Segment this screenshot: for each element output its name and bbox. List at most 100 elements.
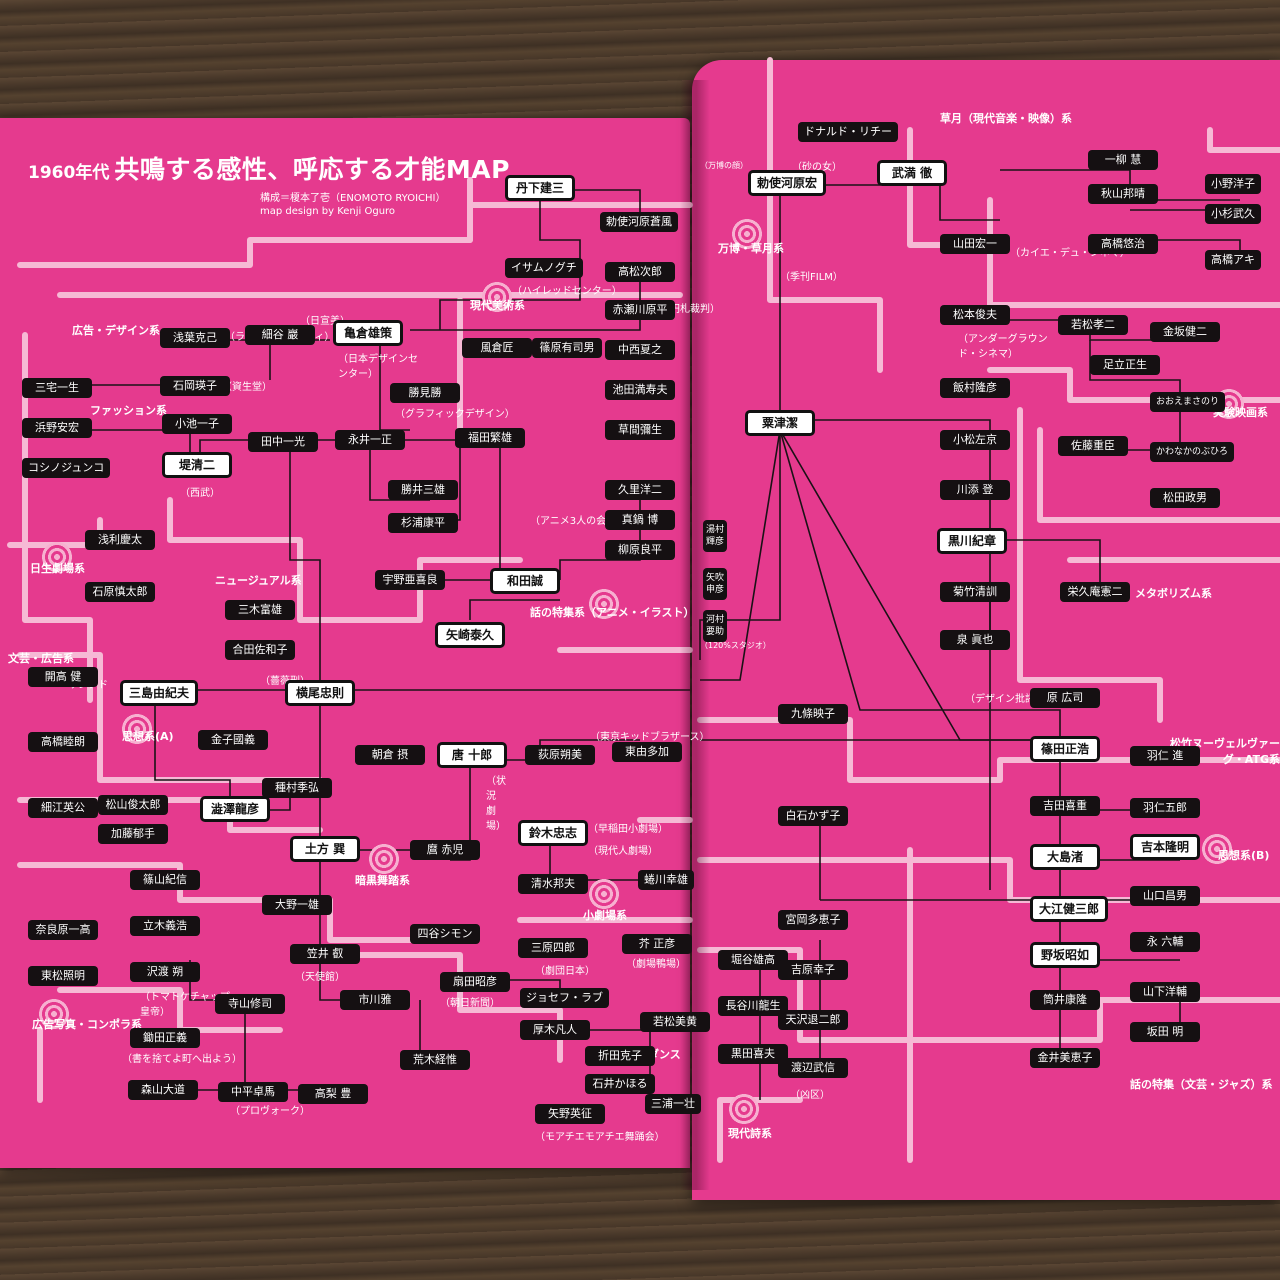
person-node[interactable]: 天沢退二郎 (778, 1010, 848, 1030)
person-node[interactable]: 羽仁五郎 (1130, 798, 1200, 818)
person-node[interactable]: 鈴木忠志 (518, 820, 588, 846)
person-node[interactable]: 篠山紀信 (130, 870, 200, 890)
person-node[interactable]: 厚木凡人 (520, 1020, 590, 1040)
person-node[interactable]: 福田繁雄 (455, 428, 525, 448)
person-node[interactable]: 小野洋子 (1205, 174, 1261, 194)
person-node[interactable]: 坂田 明 (1130, 1022, 1200, 1042)
person-node[interactable]: 浅利慶太 (85, 530, 155, 550)
person-node[interactable]: 渡辺武信 (778, 1058, 848, 1078)
person-node[interactable]: 勝井三雄 (388, 480, 458, 500)
person-node[interactable]: 唐 十郎 (437, 742, 507, 768)
person-node[interactable]: 勅使河原宏 (748, 170, 827, 196)
person-node[interactable]: 一柳 慧 (1088, 150, 1158, 170)
person-node[interactable]: 東由多加 (612, 742, 682, 762)
person-node[interactable]: 秋山邦晴 (1088, 184, 1158, 204)
person-node[interactable]: ドナルド・リチー (798, 122, 898, 142)
person-node[interactable]: 荻原朔美 (525, 745, 595, 765)
person-node[interactable]: 小杉武久 (1205, 204, 1261, 224)
person-node[interactable]: 真鍋 博 (605, 510, 675, 530)
person-node[interactable]: 長谷川龍生 (718, 996, 788, 1016)
person-node[interactable]: 勅使河原蒼風 (600, 212, 678, 232)
person-node[interactable]: 河村要助 (703, 610, 727, 642)
person-node[interactable]: 市川雅 (340, 990, 410, 1010)
person-node[interactable]: 高松次郎 (605, 262, 675, 282)
person-node[interactable]: 久里洋二 (605, 480, 675, 500)
person-node[interactable]: 武満 徹 (877, 160, 947, 186)
person-node[interactable]: 松田政男 (1150, 488, 1220, 508)
person-node[interactable]: 三島由紀夫 (120, 680, 199, 706)
person-node[interactable]: 開高 健 (28, 667, 98, 687)
person-node[interactable]: 沢渡 朔 (130, 962, 200, 982)
person-node[interactable]: かわなかのぶひろ (1150, 442, 1235, 462)
person-node[interactable]: 扇田昭彦 (440, 972, 510, 992)
person-node[interactable]: 石原慎太郎 (85, 582, 155, 602)
person-node[interactable]: 種村季弘 (262, 778, 332, 798)
person-node[interactable]: 笠井 叡 (290, 944, 360, 964)
person-node[interactable]: 鋤田正義 (130, 1028, 200, 1048)
person-node[interactable]: 金子國義 (198, 730, 268, 750)
person-node[interactable]: 矢野英征 (535, 1104, 605, 1124)
person-node[interactable]: 吉本隆明 (1130, 834, 1200, 860)
person-node[interactable]: 三浦一壮 (645, 1094, 701, 1114)
person-node[interactable]: 黒川紀章 (937, 528, 1007, 554)
person-node[interactable]: 蜷川幸雄 (638, 870, 694, 890)
person-node[interactable]: 山田宏一 (940, 234, 1010, 254)
person-node[interactable]: 菊竹清訓 (940, 582, 1010, 602)
person-node[interactable]: 山下洋輔 (1130, 982, 1200, 1002)
person-node[interactable]: 風倉匠 (462, 338, 532, 358)
person-node[interactable]: 篠原有司男 (532, 338, 602, 358)
person-node[interactable]: 吉原幸子 (778, 960, 848, 980)
person-node[interactable]: 佐藤重臣 (1058, 436, 1128, 456)
person-node[interactable]: 篠田正浩 (1030, 736, 1100, 762)
person-node[interactable]: 東松照明 (28, 966, 98, 986)
person-node[interactable]: 土方 巽 (290, 836, 360, 862)
person-node[interactable]: 若松孝二 (1058, 315, 1128, 335)
person-node[interactable]: 田中一光 (248, 432, 318, 452)
person-node[interactable]: 三木富雄 (225, 600, 295, 620)
person-node[interactable]: 芥 正彦 (622, 934, 692, 954)
person-node[interactable]: 山口昌男 (1130, 886, 1200, 906)
person-node[interactable]: 寺山修司 (215, 994, 285, 1014)
person-node[interactable]: 堀谷雄高 (718, 950, 788, 970)
person-node[interactable]: 三原四郎 (518, 938, 588, 958)
person-node[interactable]: 浅葉克己 (160, 328, 230, 348)
person-node[interactable]: 池田満寿夫 (605, 380, 675, 400)
person-node[interactable]: 杉浦康平 (388, 513, 458, 533)
person-node[interactable]: 草間彌生 (605, 420, 675, 440)
person-node[interactable]: 飯村隆彦 (940, 378, 1010, 398)
person-node[interactable]: 和田誠 (490, 568, 560, 594)
person-node[interactable]: 大島渚 (1030, 844, 1100, 870)
person-node[interactable]: 矢崎泰久 (435, 622, 505, 648)
person-node[interactable]: 石岡瑛子 (160, 376, 230, 396)
person-node[interactable]: 加藤郁手 (98, 824, 168, 844)
person-node[interactable]: 若松美黄 (640, 1012, 710, 1032)
person-node[interactable]: 亀倉雄策 (333, 320, 403, 346)
person-node[interactable]: 石井かほる (585, 1074, 655, 1094)
person-node[interactable]: 永 六輔 (1130, 932, 1200, 952)
person-node[interactable]: 湯村輝彦 (703, 520, 727, 552)
person-node[interactable]: 三宅一生 (22, 378, 92, 398)
person-node[interactable]: 松山俊太郎 (98, 795, 168, 815)
person-node[interactable]: 浜野安宏 (22, 418, 92, 438)
person-node[interactable]: 高橋悠治 (1088, 234, 1158, 254)
person-node[interactable]: 四谷シモン (410, 924, 480, 944)
person-node[interactable]: 栄久庵憲二 (1060, 582, 1130, 602)
person-node[interactable]: 細谷 巖 (245, 325, 315, 345)
person-node[interactable]: 高橋睦朗 (28, 732, 98, 752)
person-node[interactable]: 金井美恵子 (1030, 1048, 1100, 1068)
person-node[interactable]: 清水邦夫 (518, 874, 588, 894)
person-node[interactable]: 堤清二 (162, 452, 232, 478)
person-node[interactable]: 柳原良平 (605, 540, 675, 560)
person-node[interactable]: 大江健三郎 (1030, 896, 1109, 922)
person-node[interactable]: 金坂健二 (1150, 322, 1220, 342)
person-node[interactable]: 中平卓馬 (218, 1082, 288, 1102)
person-node[interactable]: 小池一子 (162, 414, 232, 434)
person-node[interactable]: イサムノグチ (505, 258, 583, 278)
person-node[interactable]: 荒木経惟 (400, 1050, 470, 1070)
person-node[interactable]: 永井一正 (335, 430, 405, 450)
person-node[interactable]: 原 広司 (1030, 688, 1100, 708)
person-node[interactable]: 高梨 豊 (298, 1084, 368, 1104)
person-node[interactable]: 松本俊夫 (940, 305, 1010, 325)
person-node[interactable]: 粟津潔 (745, 410, 815, 436)
person-node[interactable]: コシノジュンコ (22, 458, 111, 478)
